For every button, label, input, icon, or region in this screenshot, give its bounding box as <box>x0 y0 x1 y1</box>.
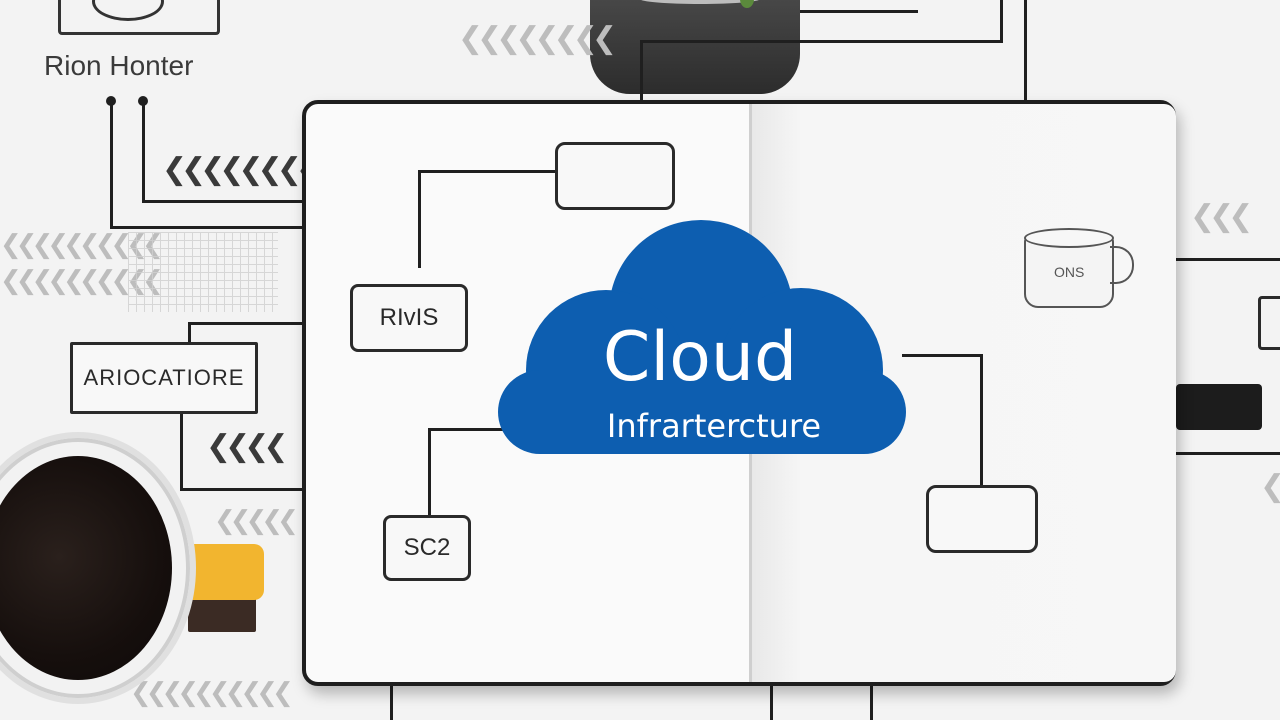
small-mug-label: ONS <box>1054 264 1085 280</box>
wire <box>1000 0 1003 43</box>
wire <box>142 100 145 202</box>
wire <box>180 488 302 491</box>
chevron-arrows-icon: ❮❮❮❮ <box>206 429 289 464</box>
wire <box>1024 0 1027 100</box>
coffee-mug-icon <box>0 432 264 704</box>
connector-line <box>418 170 421 268</box>
rivs-box: RIvIS <box>350 284 468 352</box>
wire <box>1172 258 1280 261</box>
wire <box>640 40 643 104</box>
plant-pot-icon <box>590 0 800 94</box>
black-strap <box>1176 384 1262 430</box>
chevron-arrows-icon: ❮❮❮❮❮❮❮❮ <box>458 21 617 56</box>
connector-line <box>902 354 982 357</box>
wire <box>640 40 1002 43</box>
small-mug-icon: ONS <box>1024 228 1134 308</box>
wire <box>800 10 918 13</box>
architecture-box: ARIOCATIORE <box>70 342 258 414</box>
wire <box>390 684 393 720</box>
cloud-title: Cloud <box>602 318 798 397</box>
sc2-box: SC2 <box>383 515 471 581</box>
connector-line <box>418 170 556 173</box>
wire <box>188 322 338 325</box>
chevron-arrows-icon: ❮ <box>1260 469 1280 504</box>
diagram-box-top <box>555 142 675 210</box>
architecture-box-label: ARIOCATIORE <box>83 365 245 390</box>
top-left-label: Rion Honter <box>44 50 194 81</box>
rivs-box-label: RIvIS <box>379 304 439 331</box>
connector-line <box>428 428 431 518</box>
connector-line <box>980 354 983 488</box>
wire <box>188 322 191 344</box>
edge-box <box>1258 296 1280 350</box>
diagram-box-right <box>926 485 1038 553</box>
chevron-arrows-icon: ❮❮❮❮❮❮❮❮❮❮ <box>130 678 294 708</box>
chevron-arrows-icon: ❮❮❮ <box>1190 199 1253 234</box>
grid-pattern <box>128 232 278 312</box>
mug-body <box>0 432 196 704</box>
connector-line <box>428 428 518 431</box>
wire <box>870 684 873 720</box>
chevron-arrows-icon: ❮❮❮❮❮ <box>214 506 299 536</box>
sc2-box-label: SC2 <box>403 534 451 561</box>
cloud-subtitle: Infrartercture <box>606 407 822 445</box>
device-outline <box>58 0 220 35</box>
wire <box>770 684 773 720</box>
cloud-icon <box>498 220 906 454</box>
wire <box>1172 452 1280 455</box>
wire <box>110 226 304 229</box>
wire <box>142 200 304 203</box>
wire <box>180 410 183 490</box>
wire <box>110 100 113 228</box>
coffee-surface <box>0 456 172 680</box>
